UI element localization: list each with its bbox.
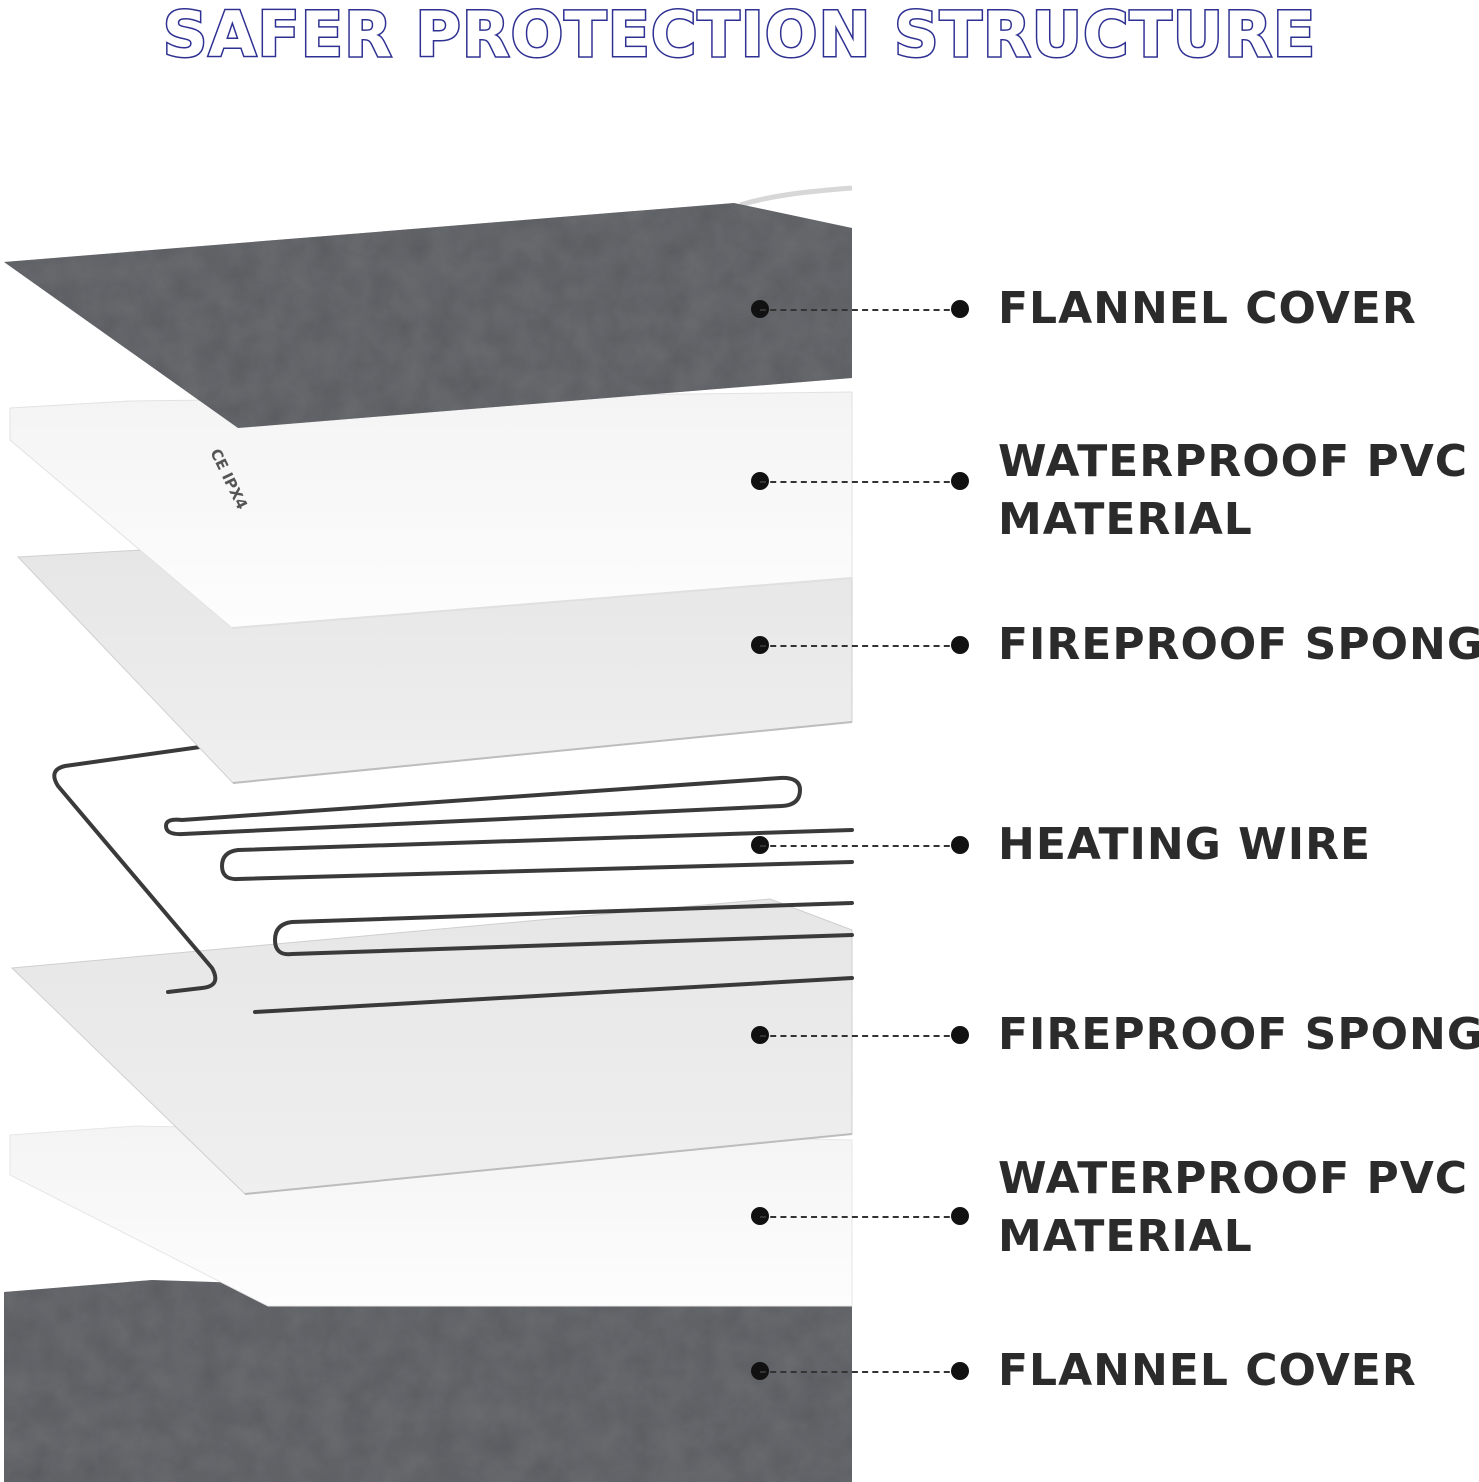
layer-label: FIREPROOF SPONGE <box>998 619 1479 670</box>
layer-label: FLANNEL COVER <box>998 1345 1417 1396</box>
page-title: SAFER PROTECTION STRUCTURE <box>161 0 1317 71</box>
callout-leader-line <box>760 1216 960 1218</box>
power-cable <box>739 185 853 208</box>
callout-dot <box>951 1026 969 1044</box>
callout-dot <box>951 472 969 490</box>
callout-leader-line <box>760 1371 960 1373</box>
layer-pvc-bottom <box>9 1125 853 1307</box>
callout-leader-line <box>760 845 960 847</box>
callout-leader-line <box>760 309 960 311</box>
layer-label: FIREPROOF SPONGE <box>998 1009 1479 1060</box>
callout-leader-line <box>760 1035 960 1037</box>
callout-dot <box>951 636 969 654</box>
callout-dot <box>951 1362 969 1380</box>
layer-flannel-bottom <box>4 1280 852 1482</box>
heating-wire-coil <box>52 745 854 1014</box>
callout-dot <box>951 300 969 318</box>
layer-flannel-top <box>4 203 852 428</box>
callout-dot <box>951 836 969 854</box>
layer-label: FLANNEL COVER <box>998 283 1417 334</box>
layer-label: HEATING WIRE <box>998 819 1372 870</box>
callout-leader-line <box>760 481 960 483</box>
callout-leader-line <box>760 645 960 647</box>
callout-dot <box>951 1207 969 1225</box>
